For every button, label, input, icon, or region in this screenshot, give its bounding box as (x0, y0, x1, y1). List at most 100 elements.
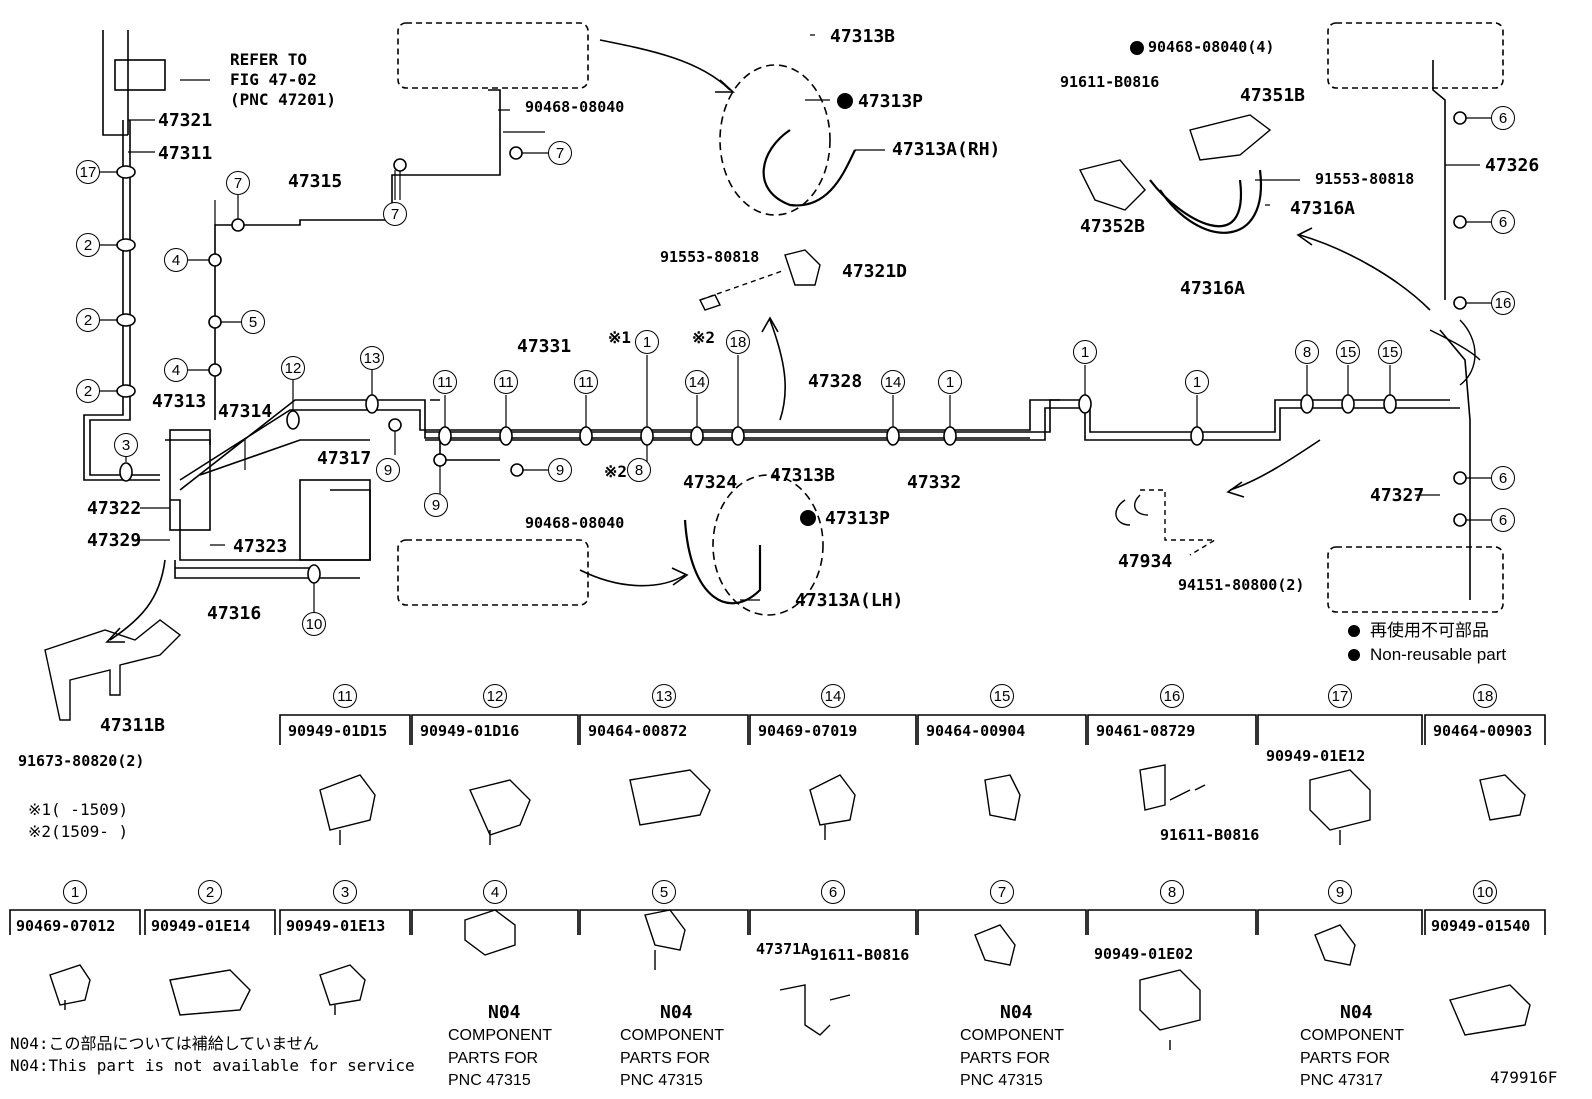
label-47316A-b: 47316A (1180, 278, 1246, 299)
comp-l1-7: COMPONENT (960, 1027, 1064, 1045)
label-47317: 47317 (317, 448, 372, 469)
row2-bubble-8: 8 (1160, 880, 1184, 904)
label-47326: 47326 (1485, 155, 1540, 176)
row1-bubble-16: 16 (1160, 684, 1184, 708)
legend-jp: 再使用不可部品 (1370, 621, 1489, 640)
callout-bubble-15: 15 (1336, 340, 1360, 364)
row2-part-number: 90469-07012 (16, 917, 116, 935)
callout-bubble-6: 6 (1491, 466, 1515, 490)
callout-bubble-12: 12 (281, 356, 305, 380)
label-47328: 47328 (808, 371, 863, 392)
label-47313A-rh: 47313A(RH) (892, 139, 1001, 160)
callout-bubble-11: 11 (574, 370, 598, 394)
label-47329: 47329 (87, 530, 142, 551)
clip-sketches-row1 (319, 764, 1526, 845)
row1-part-number: 90464-00872 (588, 722, 688, 740)
callout-bubble-11: 11 (433, 370, 457, 394)
label-47314: 47314 (218, 401, 273, 422)
refer-line2: FIG 47-02 (230, 70, 317, 89)
row2-part-number: 90949-01540 (1431, 917, 1531, 935)
label-47313P-bottom: 47313P (825, 508, 891, 529)
label-91673: 91673-80820(2) (18, 752, 145, 770)
callout-bubble-1: 1 (1073, 340, 1097, 364)
callout-bubble-17: 17 (76, 160, 100, 184)
label-47313B-bottom: 47313B (770, 465, 836, 486)
callout-bubble-10: 10 (302, 612, 326, 636)
row2-bubble-4: 4 (483, 880, 507, 904)
label-47311B: 47311B (100, 715, 166, 736)
row2-part-number: 90949-01E02 (1094, 945, 1194, 963)
n04-note-jp: N04:この部品については補給していません (10, 1034, 319, 1053)
row2-bubble-10: 10 (1473, 880, 1497, 904)
row1-part-number: 90469-07019 (758, 722, 858, 740)
n04-4: N04 (488, 1002, 521, 1023)
callout-bubble-8: 8 (1295, 340, 1319, 364)
row1-part-number: 90949-01E12 (1266, 747, 1366, 765)
comp-pnc-5: PNC 47315 (620, 1072, 703, 1090)
callout-bubble-1: 1 (635, 330, 659, 354)
callout-bubble-9: 9 (548, 458, 572, 482)
row2-part-number: 47371A (756, 940, 811, 958)
label-47321: 47321 (158, 110, 213, 131)
label-47327: 47327 (1370, 485, 1425, 506)
callout-bubble-7: 7 (226, 171, 250, 195)
callout-bubble-1: 1 (938, 370, 962, 394)
callout-bubble-9: 9 (424, 493, 448, 517)
comp-pnc-7: PNC 47315 (960, 1072, 1043, 1090)
row2-bubble-1: 1 (63, 880, 87, 904)
label-47332: 47332 (907, 472, 962, 493)
n04-9: N04 (1340, 1002, 1373, 1023)
callout-bubble-1: 1 (1185, 370, 1209, 394)
row2-bubble-7: 7 (990, 880, 1014, 904)
label-47324: 47324 (683, 472, 738, 493)
row1-bubble-12: 12 (483, 684, 507, 708)
main-pipe (425, 60, 1471, 600)
label-47313: 47313 (152, 391, 207, 412)
comp-l1-9: COMPONENT (1300, 1027, 1404, 1045)
row1-part-number: 90461-08729 (1096, 722, 1196, 740)
legend-en: Non-reusable part (1370, 645, 1507, 664)
row1-bubble-13: 13 (652, 684, 676, 708)
n04-5: N04 (660, 1002, 693, 1023)
label-91553-b: 91553-80818 (1315, 170, 1415, 188)
n04-note-en: N04:This part is not available for servi… (10, 1056, 415, 1075)
label-94151: 94151-80800(2) (1178, 576, 1305, 594)
label-47316: 47316 (207, 603, 262, 624)
label-47322: 47322 (87, 498, 142, 519)
label-91553-a: 91553-80818 (660, 248, 760, 266)
component-note-4: N04 COMPONENT PARTS FOR PNC 47315 (448, 1000, 552, 1093)
label-47352B: 47352B (1080, 216, 1146, 237)
row1-part-number: 90464-00903 (1433, 722, 1533, 740)
comp-l1-4: COMPONENT (448, 1027, 552, 1045)
dashed-boxes (397, 22, 1504, 613)
row2-bubble-6: 6 (821, 880, 845, 904)
row2-part-number: 90949-01E13 (286, 917, 386, 935)
arrows (105, 39, 1431, 643)
callout-bubble-5: 5 (241, 310, 265, 334)
label-47934: 47934 (1118, 551, 1173, 572)
refer-line1: REFER TO (230, 50, 308, 69)
callout-bubble-2: 2 (76, 233, 100, 257)
label-47313B-top: 47313B (830, 26, 896, 47)
row1-bubble-11: 11 (333, 684, 357, 708)
callout-bubble-7: 7 (548, 141, 572, 165)
comp-l2-5: PARTS FOR (620, 1049, 711, 1067)
comp-l1-5: COMPONENT (620, 1027, 724, 1045)
row1-bubble-18: 18 (1473, 684, 1497, 708)
row2-part-number: 90949-01E14 (151, 917, 251, 935)
footnote-1: ※1( -1509) (28, 800, 129, 819)
component-note-7: N04 COMPONENT PARTS FOR PNC 47315 (960, 1000, 1064, 1093)
row1-part-number: 90464-00904 (926, 722, 1026, 740)
callout-bubble-3: 3 (114, 433, 138, 457)
row2-bubble-3: 3 (333, 880, 357, 904)
callout-bubble-15: 15 (1378, 340, 1402, 364)
callout-bubble-11: 11 (494, 370, 518, 394)
label-90468-bottom: 90468-08040 (525, 514, 625, 532)
n04-7: N04 (1000, 1002, 1033, 1023)
leaders (128, 34, 1480, 601)
mark-2-b: ※2 (604, 462, 628, 481)
label-47331: 47331 (517, 336, 572, 357)
hoses (683, 129, 1263, 605)
row1-extra-label: 91611-B0816 (1160, 826, 1260, 844)
